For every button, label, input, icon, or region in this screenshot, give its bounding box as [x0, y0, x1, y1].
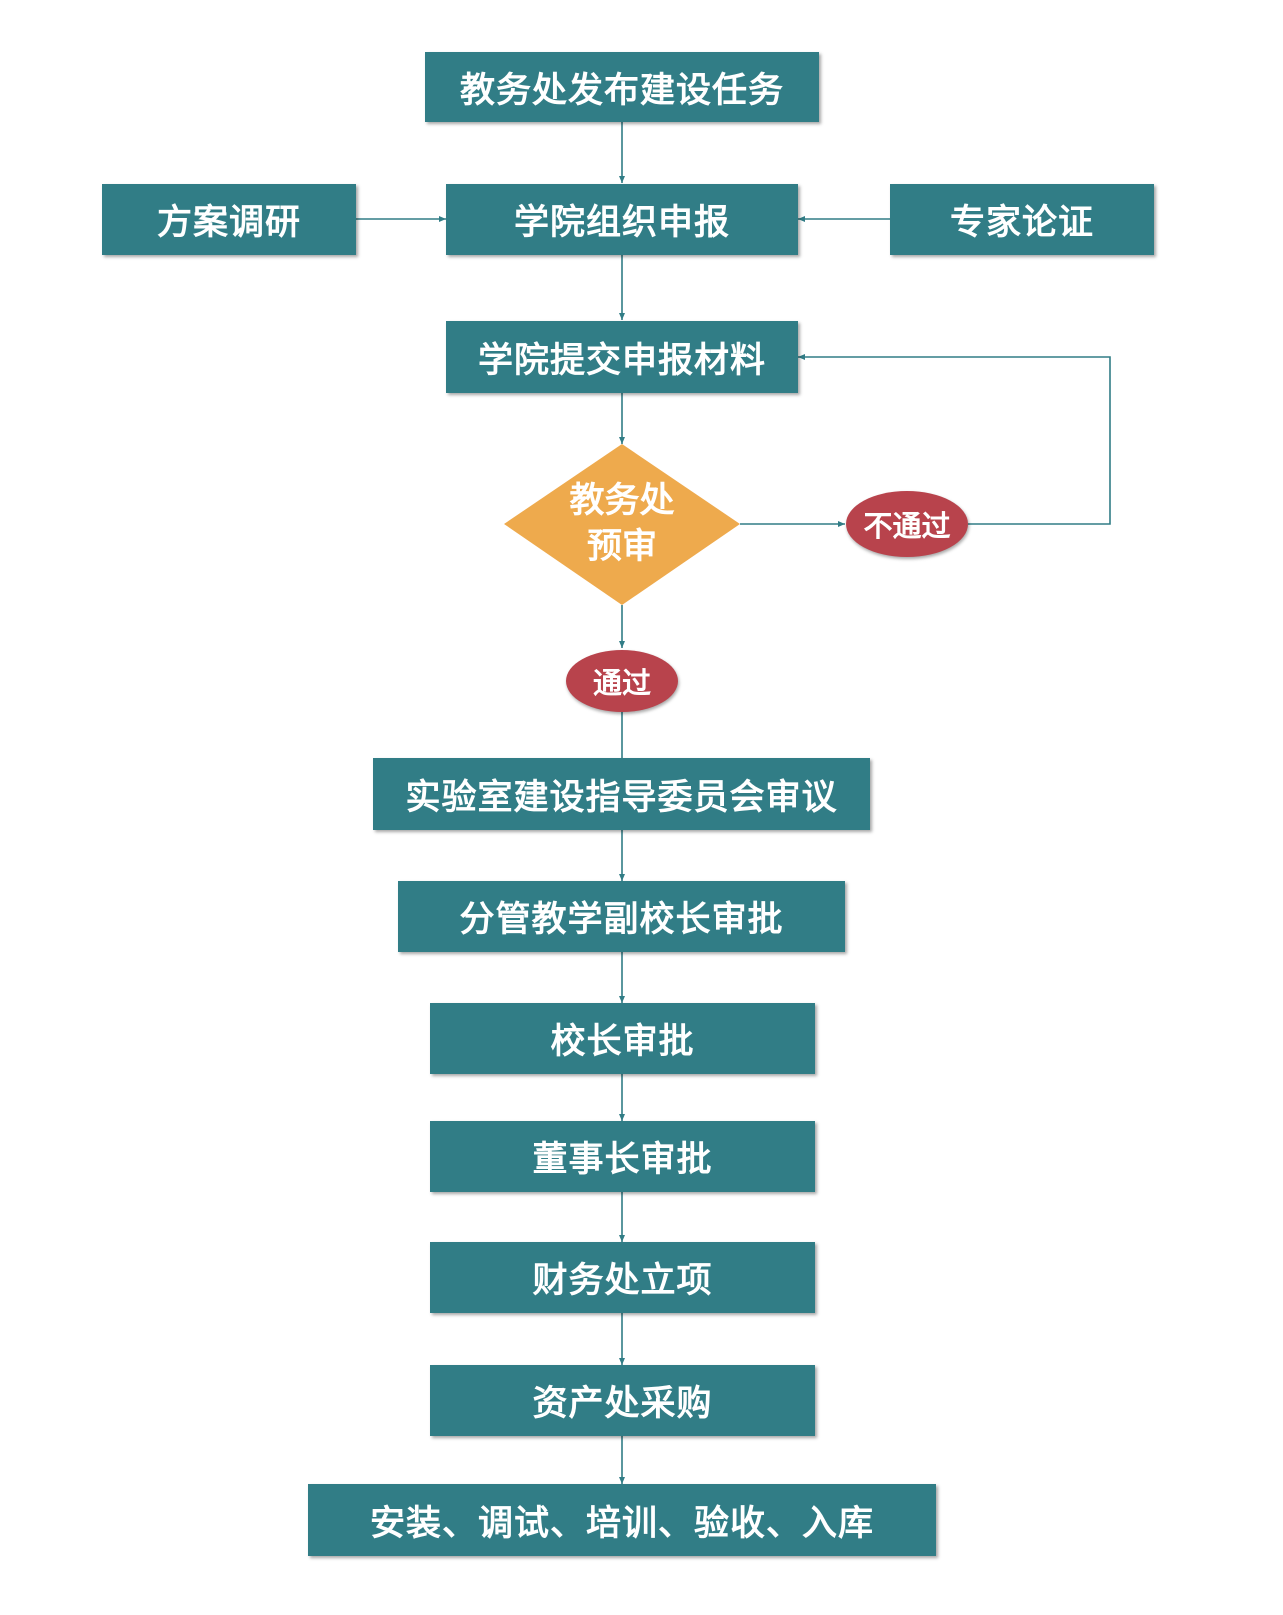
finance-project-box: 财务处立项 [430, 1242, 815, 1313]
arrow-fail-back-to-submit [798, 354, 1111, 525]
submit-materials-box: 学院提交申报材料 [446, 321, 798, 393]
college-declare-box: 学院组织申报 [446, 184, 798, 255]
scheme-research-box: 方案调研 [102, 184, 356, 255]
pass-oval: 通过 [566, 650, 678, 712]
assets-purchase-box: 资产处采购 [430, 1365, 815, 1436]
review-diamond [504, 444, 740, 605]
install-accept-box: 安装、调试、培训、验收、入库 [308, 1484, 936, 1556]
pre-review-line-1: 教务处 [569, 481, 675, 521]
committee-review-box: 实验室建设指导委员会审议 [373, 758, 870, 830]
fail-oval: 不通过 [846, 491, 968, 557]
vice-president-approval-box: 分管教学副校长审批 [398, 881, 845, 952]
pre-review-label: 教务处 预审 [542, 478, 702, 570]
expert-review-box: 专家论证 [890, 184, 1154, 255]
chairman-approval-box: 董事长审批 [430, 1121, 815, 1192]
president-approval-box: 校长审批 [430, 1003, 815, 1074]
publish-task-box: 教务处发布建设任务 [425, 52, 819, 122]
pre-review-line-2: 预审 [586, 527, 657, 567]
